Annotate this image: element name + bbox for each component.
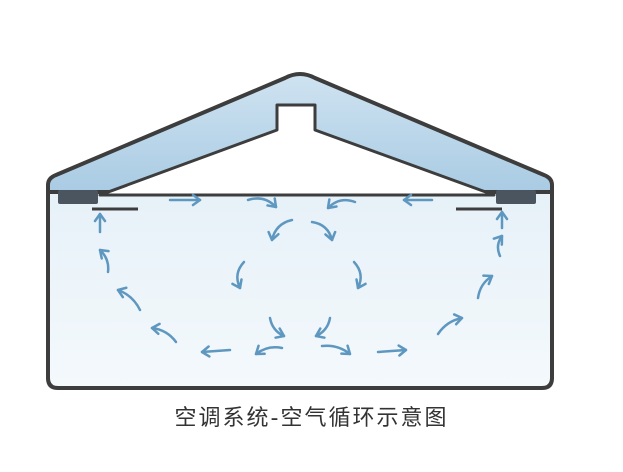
arrow-head-icon bbox=[231, 278, 243, 290]
arrow-head-icon bbox=[98, 248, 110, 260]
arrow-icon bbox=[270, 218, 294, 242]
vent-icon bbox=[58, 190, 98, 204]
arrow-head-icon bbox=[150, 322, 161, 336]
arrow-head-icon bbox=[191, 193, 202, 207]
arrow-head-icon bbox=[116, 286, 128, 299]
arrow-head-icon bbox=[274, 327, 286, 339]
vent-icon bbox=[496, 190, 536, 204]
arrow-icon bbox=[116, 288, 142, 312]
arrow-icon bbox=[254, 346, 284, 356]
arrow-head-icon bbox=[482, 274, 494, 286]
arrow-icon bbox=[310, 220, 334, 242]
airflow-arrows bbox=[93, 193, 509, 358]
arrow-icon bbox=[476, 274, 494, 300]
diagram-caption: 空调系统-空气循环示意图 bbox=[174, 406, 449, 431]
arrow-icon bbox=[200, 348, 232, 354]
arrow-head-icon bbox=[402, 193, 413, 207]
arrow-head-icon bbox=[326, 198, 338, 210]
arrow-head-icon bbox=[314, 327, 326, 339]
arrow-head-icon bbox=[267, 230, 280, 242]
arrow-head-icon bbox=[397, 344, 408, 357]
arrow-head-icon bbox=[340, 344, 352, 356]
airflow-diagram bbox=[46, 72, 554, 390]
arrow-head-icon bbox=[200, 345, 211, 358]
arrow-icon bbox=[236, 260, 246, 290]
arrow-head-icon bbox=[254, 344, 266, 356]
room-body bbox=[46, 190, 554, 390]
arrow-head-icon bbox=[355, 278, 367, 290]
arrow-icon bbox=[436, 316, 464, 336]
arrow-icon bbox=[376, 348, 408, 354]
arrow-head-icon bbox=[324, 230, 337, 242]
arrow-icon bbox=[326, 198, 357, 210]
arrow-icon bbox=[246, 197, 278, 209]
arrow-head-icon bbox=[266, 197, 278, 209]
arrow-icon bbox=[320, 344, 352, 356]
ceiling-inner bbox=[98, 103, 496, 197]
arrow-head-icon bbox=[492, 234, 504, 246]
arrow-icon bbox=[352, 260, 362, 290]
arrow-head-icon bbox=[93, 212, 107, 223]
arrow-head-icon bbox=[495, 210, 509, 221]
arrow-icon bbox=[150, 326, 178, 344]
arrow-head-icon bbox=[452, 313, 464, 326]
